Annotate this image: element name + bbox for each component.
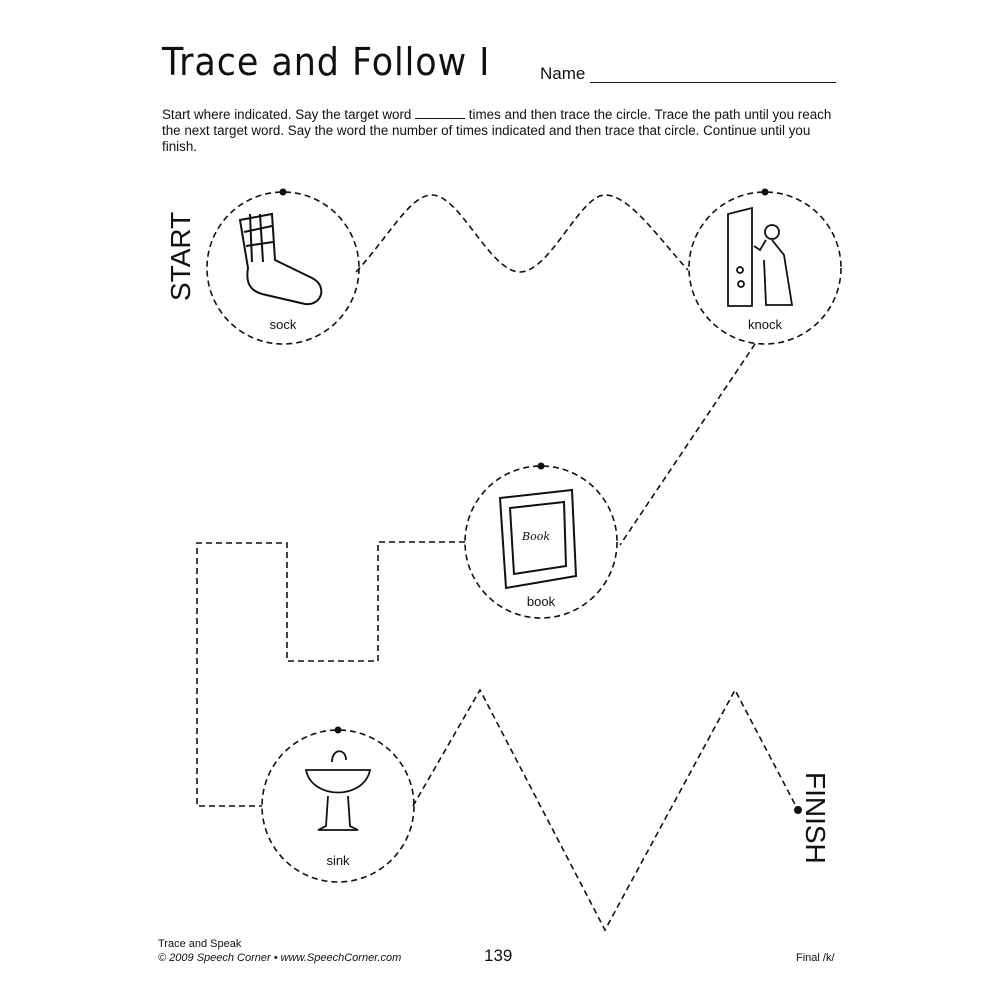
page-number: 139 <box>484 946 513 965</box>
sock-icon <box>238 212 323 306</box>
wave-path <box>355 194 689 273</box>
footer-book-title: Trace and Speak <box>158 938 242 950</box>
times-blank[interactable] <box>415 108 466 119</box>
instructions-part2: times and then trace the circle. Trace t… <box>162 107 832 154</box>
finish-marker: FINISH <box>800 772 831 864</box>
knock-icon <box>727 206 794 307</box>
zigzag-path <box>412 688 799 932</box>
knock-label: knock <box>748 317 782 332</box>
step-path <box>196 541 465 807</box>
name-label: Name <box>540 64 586 83</box>
name-field-line[interactable] <box>590 82 836 83</box>
book-cover-text: Book <box>521 530 550 543</box>
book-icon: Book <box>498 488 578 590</box>
sink-circle <box>261 729 415 883</box>
sink-label: sink <box>326 853 350 868</box>
sink-icon <box>304 750 372 831</box>
finish-dot <box>794 806 802 814</box>
start-marker: START <box>165 211 196 301</box>
diagonal-path <box>619 343 756 546</box>
book-label: book <box>526 594 556 609</box>
footer-copyright: © 2009 Speech Corner • www.SpeechCorner.… <box>158 952 402 964</box>
footer-sound: Final /k/ <box>796 952 835 964</box>
sock-label: sock <box>269 317 297 332</box>
book-circle <box>464 465 618 619</box>
instructions-part1: Start where indicated. Say the target wo… <box>162 107 416 122</box>
page-title: Trace and Follow I <box>162 40 491 84</box>
knock-circle <box>688 191 842 345</box>
instructions: Start where indicated. Say the target wo… <box>162 107 842 155</box>
